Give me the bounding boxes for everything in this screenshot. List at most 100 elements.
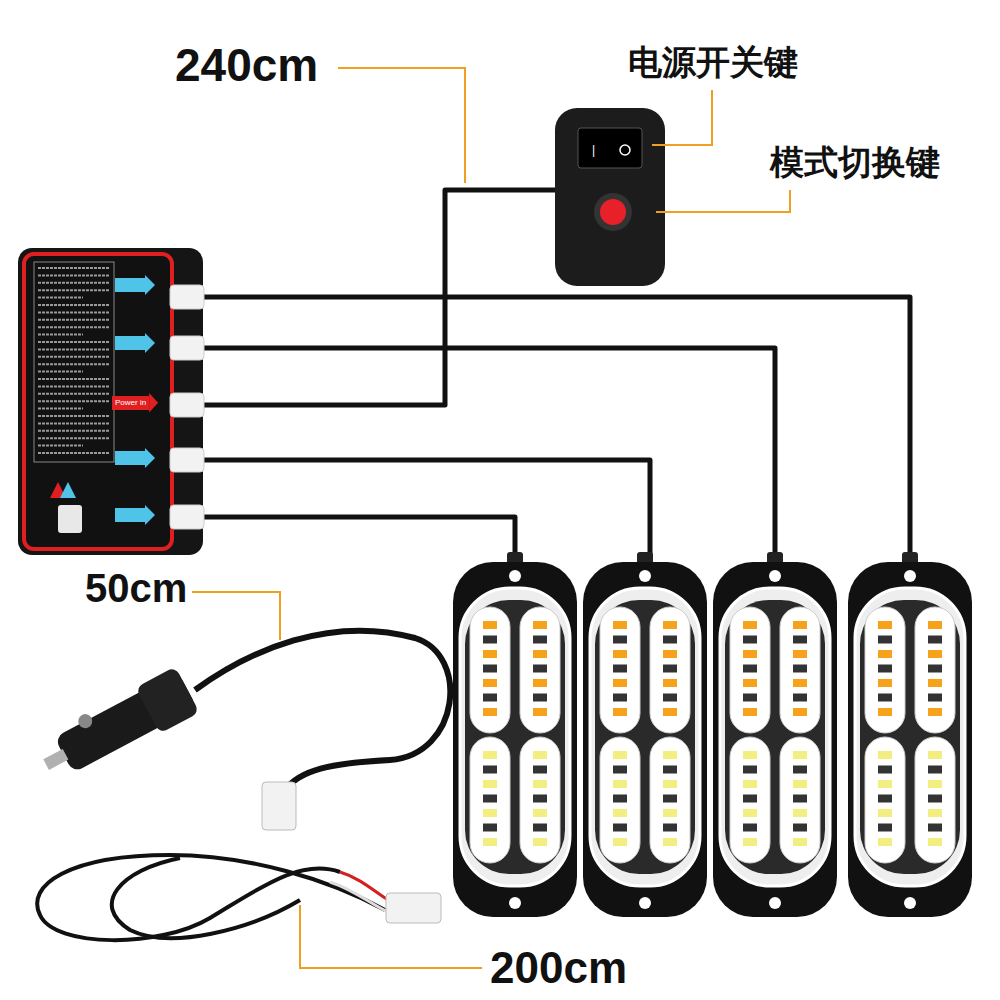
sticker-text-line xyxy=(38,289,110,291)
led-capsule xyxy=(520,607,560,733)
cable xyxy=(195,631,450,790)
led-capsule xyxy=(650,737,690,863)
led-chip xyxy=(793,650,807,658)
sticker-text-line xyxy=(38,400,110,402)
connector-plug xyxy=(170,505,204,529)
led-chip xyxy=(663,636,677,644)
led-chip xyxy=(613,766,627,774)
led-chip xyxy=(613,780,627,788)
led-chip xyxy=(928,636,942,644)
button-label: 模式切换键 xyxy=(770,144,940,181)
sticker-text-line xyxy=(38,274,110,276)
led-chip xyxy=(483,824,497,832)
led-chip xyxy=(743,708,757,716)
led-chip xyxy=(663,650,677,658)
light-inner xyxy=(860,600,960,874)
led-chip xyxy=(533,838,547,846)
led-chip xyxy=(613,795,627,803)
led-chip xyxy=(663,766,677,774)
led-chip xyxy=(483,809,497,817)
led-capsule xyxy=(915,607,955,733)
led-chip xyxy=(533,809,547,817)
led-chip xyxy=(613,636,627,644)
led-chip xyxy=(743,780,757,788)
led-chip xyxy=(793,708,807,716)
white-wire xyxy=(330,882,388,912)
sticker-text-line xyxy=(38,356,110,358)
device-icon xyxy=(58,505,82,533)
led-chip xyxy=(878,650,892,658)
led-chip xyxy=(483,766,497,774)
led-capsule xyxy=(600,607,640,733)
led-chip xyxy=(743,751,757,759)
sticker-text-line xyxy=(38,304,110,306)
led-chip xyxy=(483,708,497,716)
led-capsule xyxy=(470,607,510,733)
led-chip xyxy=(533,679,547,687)
light-lens xyxy=(855,588,965,886)
led-chip xyxy=(928,824,942,832)
led-chip xyxy=(483,636,497,644)
led-chip xyxy=(533,824,547,832)
wire xyxy=(200,190,560,405)
led-capsule xyxy=(865,607,905,733)
led-chip xyxy=(663,751,677,759)
light-base xyxy=(453,562,577,917)
wire xyxy=(200,297,910,562)
switch-mark xyxy=(620,145,630,155)
sticker-text-line xyxy=(38,415,110,417)
led-chip xyxy=(533,780,547,788)
output-arrow xyxy=(115,508,145,522)
led-chip xyxy=(878,766,892,774)
led-chip xyxy=(743,694,757,702)
led-chip xyxy=(533,751,547,759)
led-chip xyxy=(613,650,627,658)
led-chip xyxy=(878,838,892,846)
cable xyxy=(112,858,300,938)
output-arrow-head xyxy=(145,448,155,468)
led-chip xyxy=(613,621,627,629)
output-arrow-head xyxy=(145,333,155,353)
sticker-text-line xyxy=(38,341,110,343)
led-chip xyxy=(663,809,677,817)
output-arrow-head xyxy=(145,275,155,295)
sticker-text-line xyxy=(38,297,83,299)
led-chip xyxy=(613,809,627,817)
mount-hole xyxy=(904,570,916,582)
controller-panel xyxy=(24,254,172,549)
led-chip xyxy=(483,780,497,788)
power-in-arrow-head xyxy=(149,393,158,413)
led-chip xyxy=(793,824,807,832)
sticker-text-line xyxy=(38,452,110,454)
led-capsule xyxy=(470,737,510,863)
sticker-text-line xyxy=(38,363,110,365)
light-inner xyxy=(725,600,825,874)
sticker-text-line xyxy=(38,326,110,328)
sticker-text-line xyxy=(38,393,110,395)
wire-connector xyxy=(262,782,296,830)
light-lens xyxy=(460,588,570,886)
led-chip xyxy=(743,795,757,803)
connector-plug xyxy=(170,285,204,309)
plug-spring xyxy=(76,712,95,731)
led-chip xyxy=(878,665,892,673)
led-chip xyxy=(483,795,497,803)
sticker-text-line xyxy=(38,437,110,439)
led-chip xyxy=(928,809,942,817)
led-chip xyxy=(793,751,807,759)
led-chip xyxy=(533,708,547,716)
led-chip xyxy=(928,621,942,629)
led-chip xyxy=(743,636,757,644)
leader-line xyxy=(192,592,280,640)
led-chip xyxy=(878,621,892,629)
switch-housing xyxy=(555,108,665,286)
connector-plug xyxy=(170,393,204,417)
led-chip xyxy=(663,838,677,846)
mode-button xyxy=(600,199,626,225)
plug-tip xyxy=(43,749,68,770)
led-chip xyxy=(793,838,807,846)
led-chip xyxy=(663,621,677,629)
led-chip xyxy=(928,766,942,774)
sticker-text-line xyxy=(38,311,110,313)
